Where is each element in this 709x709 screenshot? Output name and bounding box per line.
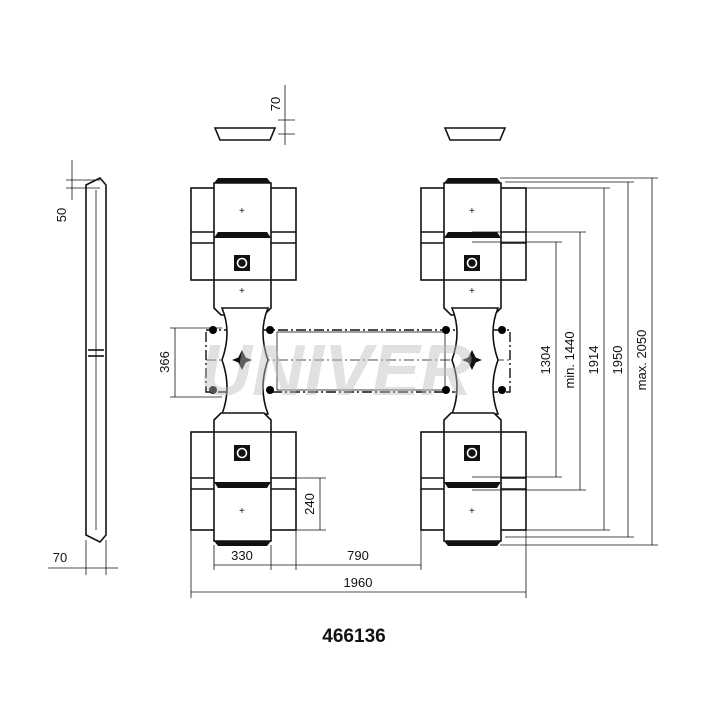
svg-text:+: + bbox=[239, 206, 245, 217]
dim-max-2050: max. 2050 bbox=[634, 330, 649, 391]
side-view bbox=[85, 177, 107, 543]
dim-1950: 1950 bbox=[610, 346, 625, 375]
svg-text:+: + bbox=[239, 506, 245, 517]
dim-1914: 1914 bbox=[586, 346, 601, 375]
dim-330: 330 bbox=[231, 548, 253, 563]
lift-pad-assembly-right bbox=[420, 177, 527, 547]
pad-lock-icon bbox=[234, 445, 250, 461]
lift-pad-assembly-left: + + + bbox=[190, 178, 297, 546]
pad-top-view bbox=[213, 127, 507, 141]
drawing-number: 466136 bbox=[322, 626, 385, 647]
dim-70-top: 70 bbox=[268, 97, 283, 111]
svg-text:+: + bbox=[239, 286, 245, 297]
dim-70-side: 70 bbox=[53, 550, 67, 565]
dimension-lines bbox=[48, 85, 658, 598]
dim-240: 240 bbox=[302, 493, 317, 515]
dim-1304: 1304 bbox=[538, 346, 553, 375]
cross-beam bbox=[205, 326, 511, 394]
dim-50: 50 bbox=[54, 208, 69, 222]
dim-1960: 1960 bbox=[344, 575, 373, 590]
dim-min-1440: min. 1440 bbox=[562, 331, 577, 388]
dim-790: 790 bbox=[347, 548, 369, 563]
pad-lock-icon bbox=[234, 255, 250, 271]
dim-366: 366 bbox=[157, 351, 172, 373]
